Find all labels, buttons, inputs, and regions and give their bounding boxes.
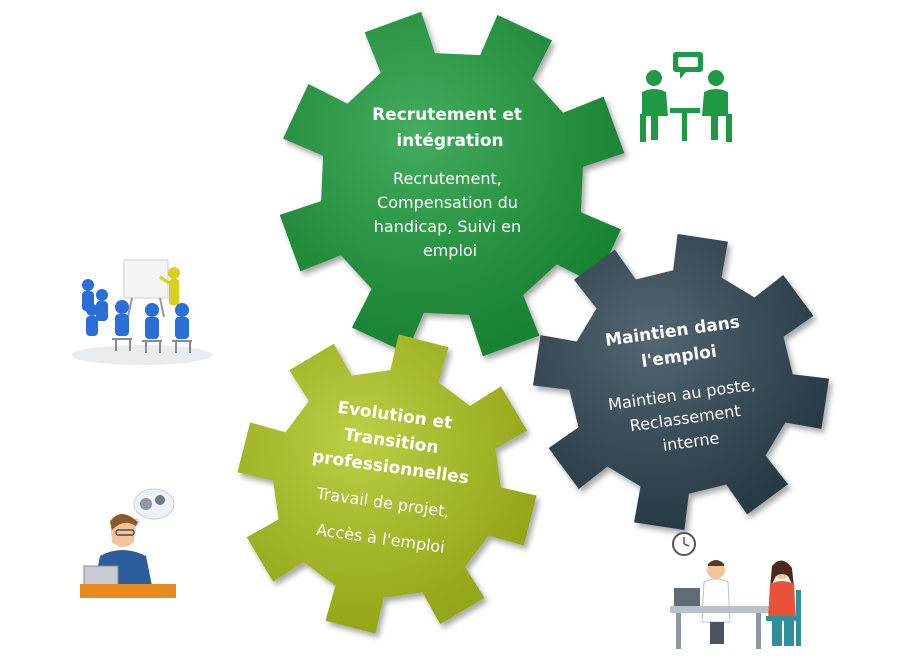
gear-recrutement-body-line-1: Recrutement, bbox=[393, 169, 502, 188]
gear-maintien: Maintien dans l'emploi Maintien au poste… bbox=[533, 234, 829, 530]
gear-recrutement-body-line-3: handicap, Suivi en bbox=[374, 217, 521, 236]
training-presentation-icon bbox=[72, 259, 212, 365]
gear-recrutement-title-line-1: Recrutement et bbox=[372, 105, 522, 125]
doctor-consultation-icon bbox=[670, 532, 801, 649]
meeting-people-icon bbox=[640, 52, 732, 142]
gear-maintien-gloss bbox=[533, 234, 829, 530]
gear-recrutement-body-line-4: emploi bbox=[423, 241, 477, 260]
gear-recrutement: Recrutement et intégration Recrutement, … bbox=[279, 11, 625, 357]
gear-evolution-gloss bbox=[237, 334, 537, 634]
gear-recrutement-body-line-2: Compensation du bbox=[377, 193, 518, 212]
gear-recrutement-body: Recrutement, Compensation du handicap, S… bbox=[374, 169, 526, 260]
gear-recrutement-gloss bbox=[279, 11, 625, 357]
gear-evolution: Evolution et Transition professionnelles… bbox=[237, 334, 537, 634]
gear-recrutement-title: Recrutement et intégration bbox=[372, 105, 528, 151]
thinking-man-icon bbox=[80, 488, 176, 598]
gear-recrutement-title-line-2: intégration bbox=[396, 131, 503, 151]
